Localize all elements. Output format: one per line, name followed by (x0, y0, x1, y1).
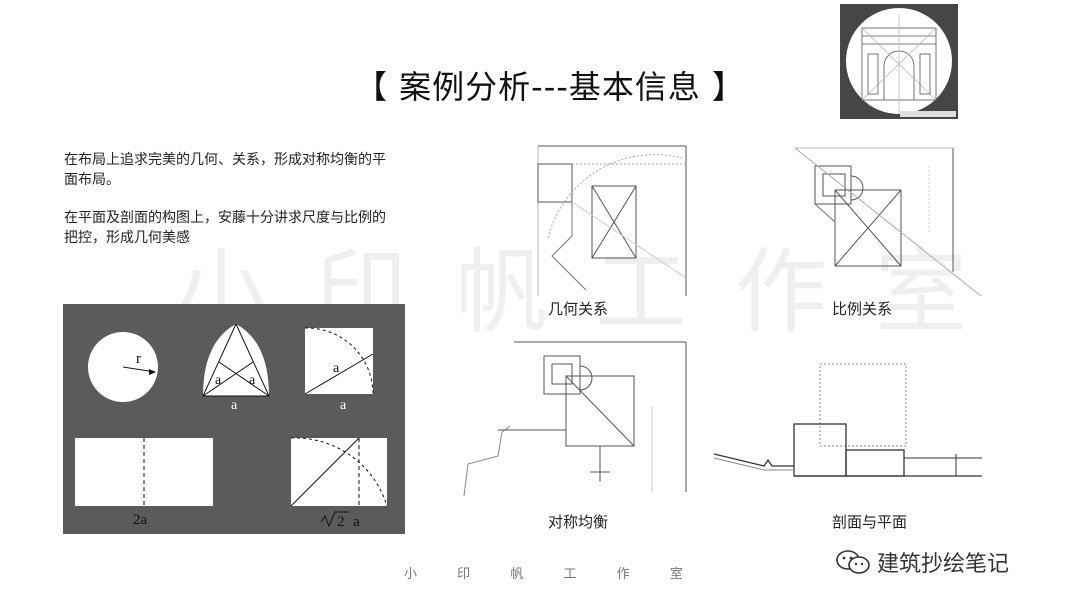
brand-watermark: 建筑抄绘笔记 (835, 545, 1009, 579)
label-square-side: a (340, 398, 347, 413)
footer-char: 帆 (510, 567, 528, 582)
label-r: r (136, 351, 141, 367)
caption-geometry: 几何关系 (548, 300, 609, 318)
drawing-section-plan (712, 358, 984, 484)
footer-char: 室 (669, 567, 687, 582)
caption-proportion: 比例关系 (832, 300, 893, 318)
intro-paragraph-1: 在布局上追求完美的几何、关系，形成对称均衡的平面布局。 (64, 152, 386, 188)
label-tri-left: a (215, 373, 222, 388)
footer-char: 工 (563, 567, 581, 582)
drawing-proportion (794, 142, 982, 298)
geometry-panel: r a a a a a 2a 2 a (63, 304, 405, 534)
label-root-two: 2 (337, 514, 345, 530)
arch-sketch-icon (846, 8, 956, 117)
geometry-figures: r a a a a a 2a 2 a (75, 323, 388, 530)
drawing-geometry (512, 138, 692, 298)
caption-symmetry: 对称均衡 (548, 513, 609, 531)
drawing-symmetry (462, 336, 694, 497)
label-square-diag: a (333, 361, 340, 376)
footer-char: 小 (404, 567, 422, 582)
footer-char: 作 (616, 567, 634, 582)
caption-section-plan: 剖面与平面 (832, 513, 908, 531)
plan-geometry-sketch (537, 145, 687, 296)
page-title: 【 案例分析---基本信息 】 (355, 68, 745, 106)
label-root-a: a (353, 514, 360, 530)
label-tri-right: a (249, 373, 256, 388)
label-tri-base: a (231, 398, 238, 413)
intro-paragraph-2: 在平面及剖面的构图上，安藤十分讲求尺度与比例的把控，形成几何美感 (64, 210, 386, 246)
plan-proportion-sketch (794, 147, 982, 297)
brand-text: 建筑抄绘笔记 (877, 552, 1010, 577)
plan-symmetry-sketch (463, 341, 687, 497)
label-2a: 2a (133, 512, 148, 528)
wechat-icon (836, 550, 870, 574)
footer-studio: 小 印 帆 工 作 室 (404, 563, 715, 582)
intro-text: 在布局上追求完美的几何、关系，形成对称均衡的平面布局。 在平面及剖面的构图上，安… (64, 150, 394, 266)
arch-thumbnail (840, 4, 958, 119)
footer-char: 印 (457, 567, 475, 582)
section-plan-sketch (713, 363, 982, 477)
